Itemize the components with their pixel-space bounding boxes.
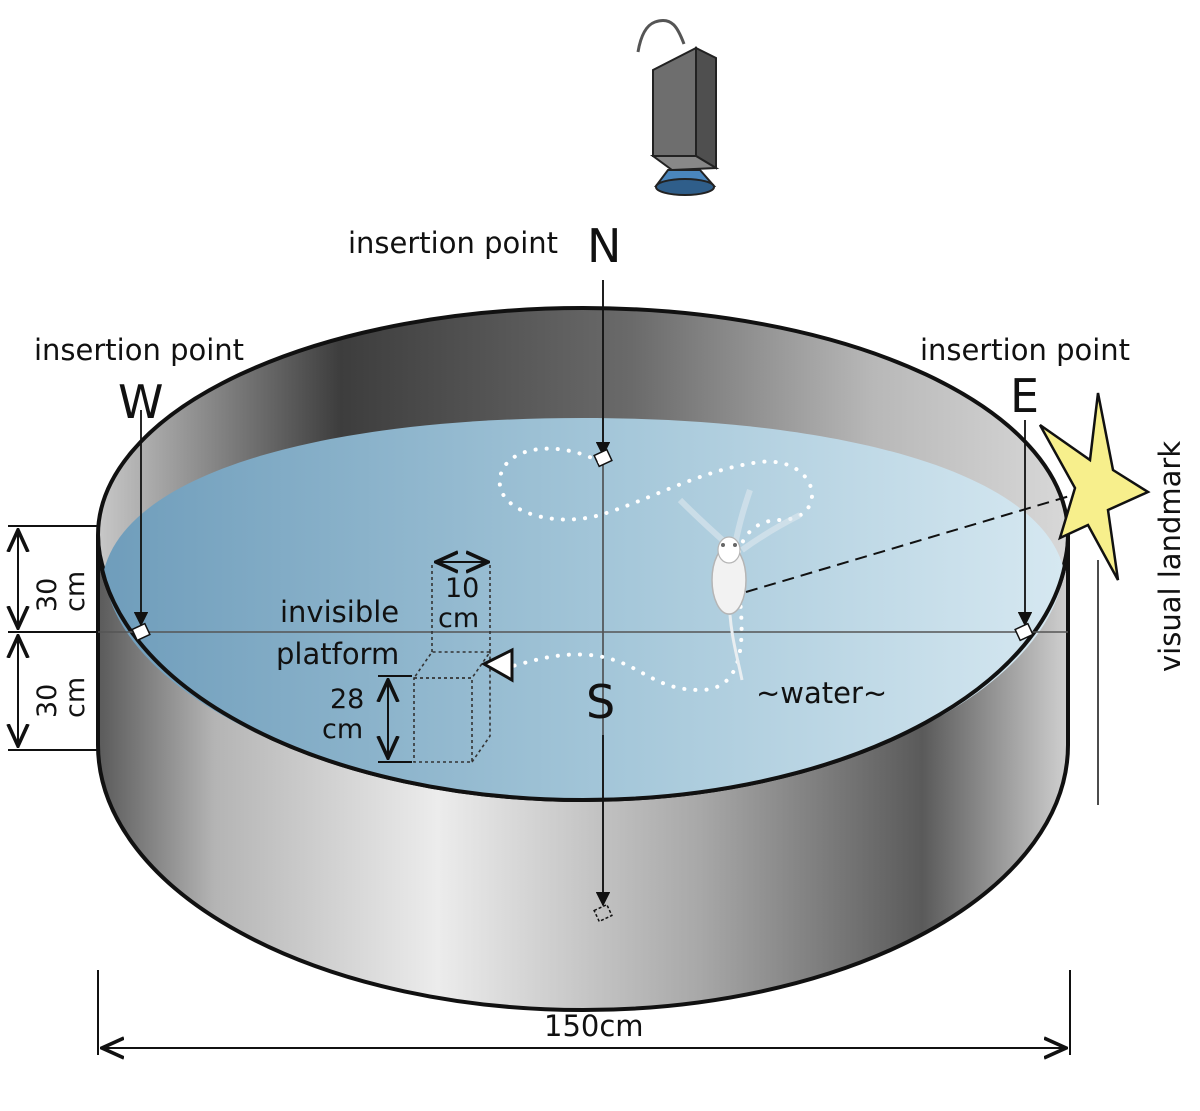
star-icon [1038,392,1151,805]
depth-lower-unit: cm [60,677,91,718]
depth-upper-unit: cm [60,571,91,612]
platform-label-line1: invisible [280,595,399,629]
platform-label-line2: platform [276,637,399,671]
insertion-label-w: insertion point [34,333,244,367]
platform-width-value: 10 [445,573,479,604]
insertion-label-e: insertion point [920,333,1130,367]
compass-w: W [118,375,163,429]
insertion-label-n: insertion point [348,226,558,260]
insertion-marker-s [593,903,613,923]
water-label: ~water~ [756,676,887,710]
water-surface [104,418,1064,800]
width-label: 150cm [544,1009,644,1043]
depth-dimensions [8,525,98,751]
platform-width-unit: cm [438,603,479,634]
invisible-platform [412,565,492,763]
landmark-sightline [745,486,1092,593]
camera-icon [636,19,720,196]
compass-e: E [1010,369,1039,423]
landmark-label: visual landmark [1153,441,1187,672]
width-dimension [97,970,1071,1055]
mouse-icon [677,489,802,681]
insertion-marker-w [131,622,151,642]
insertion-marker-e [1014,622,1034,642]
start-triangle-icon [480,647,514,683]
platform-height-value: 28 [330,684,364,715]
depth-upper-value: 30 [32,578,63,612]
compass-n: N [587,219,621,273]
platform-height-unit: cm [322,714,363,745]
depth-lower-value: 30 [32,684,63,718]
pool [96,306,1070,1012]
compass-s: S [586,675,615,729]
